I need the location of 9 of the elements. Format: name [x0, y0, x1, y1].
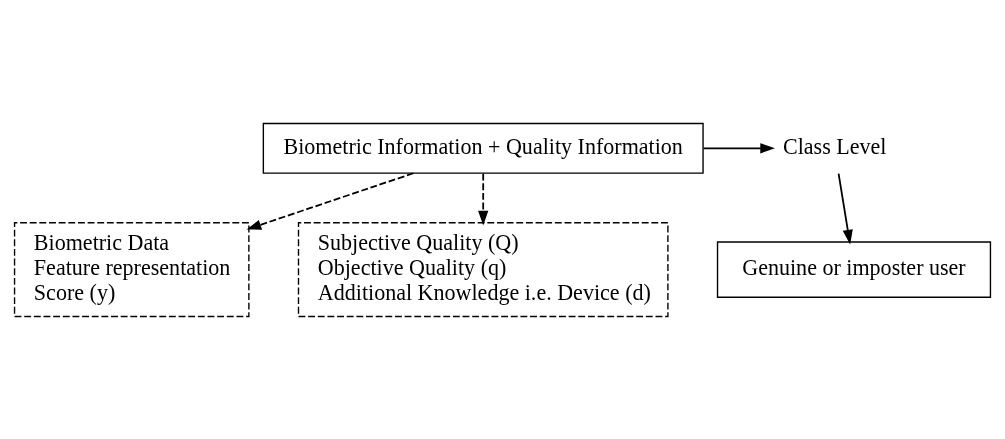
arrow: [702, 142, 775, 153]
node-box: Subjective Quality (Q) Objective Quality (q) Additional Knowledge i.e. Device (d): [297, 221, 669, 317]
arrow: [246, 171, 415, 230]
node-text: Class Level: [782, 133, 887, 159]
node-box: Biometric Information + Quality Information: [262, 122, 704, 174]
node-box: Biometric Data Feature representation Score (y): [13, 221, 250, 317]
arrow: [478, 172, 489, 225]
arrow: [837, 172, 853, 244]
node-box: Genuine or imposter user: [716, 240, 992, 298]
